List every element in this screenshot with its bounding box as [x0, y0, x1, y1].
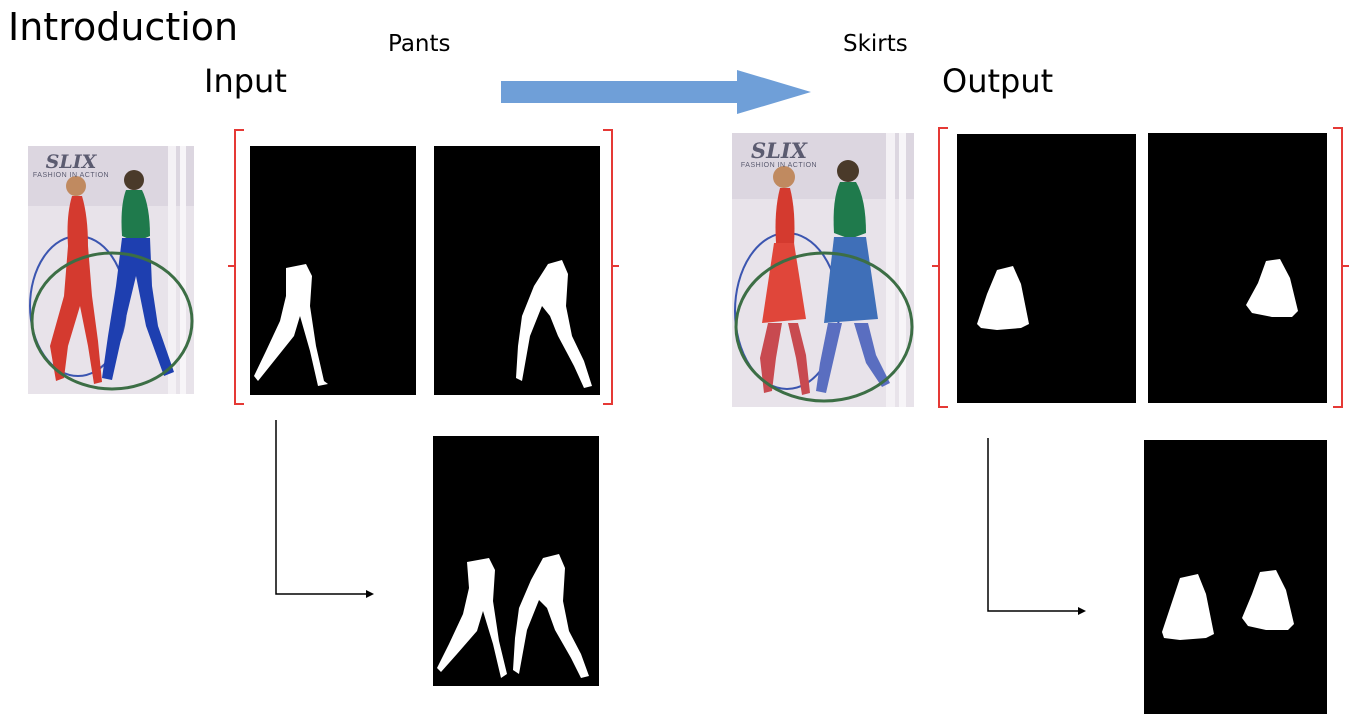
slide-title: Introduction	[8, 5, 239, 49]
output-mask-right-skirt	[1148, 133, 1327, 403]
input-bracket-left	[234, 129, 244, 405]
input-bracket-right-tick	[611, 265, 619, 267]
output-photo: SLIX FASHION IN ACTION	[732, 133, 914, 407]
input-mask-right-pants	[434, 146, 600, 395]
output-bracket-right	[1333, 127, 1343, 408]
target-class-label: Skirts	[843, 31, 908, 57]
output-label: Output	[942, 62, 1054, 100]
output-bracket-left-tick	[932, 265, 940, 267]
input-photo: SLIX FASHION IN ACTION	[28, 146, 194, 394]
output-mask-combined-skirts	[1144, 440, 1327, 714]
output-bracket-left	[938, 127, 948, 408]
elbow-arrow-icon	[275, 420, 374, 598]
poster-brand-output: SLIX	[750, 138, 808, 163]
poster-tagline-output: FASHION IN ACTION	[740, 162, 818, 169]
input-bracket-right	[603, 129, 613, 405]
poster-brand: SLIX	[45, 151, 97, 173]
poster-tagline: FASHION IN ACTION	[32, 172, 110, 179]
input-mask-combined-pants	[433, 436, 599, 686]
input-bracket-left-tick	[228, 265, 236, 267]
right-arrow-icon	[501, 70, 811, 114]
elbow-arrow-icon	[987, 438, 1086, 615]
input-label: Input	[204, 62, 287, 100]
input-mask-left-pants	[250, 146, 416, 395]
source-class-label: Pants	[388, 31, 451, 57]
output-bracket-right-tick	[1341, 265, 1349, 267]
output-mask-left-skirt	[957, 134, 1136, 403]
